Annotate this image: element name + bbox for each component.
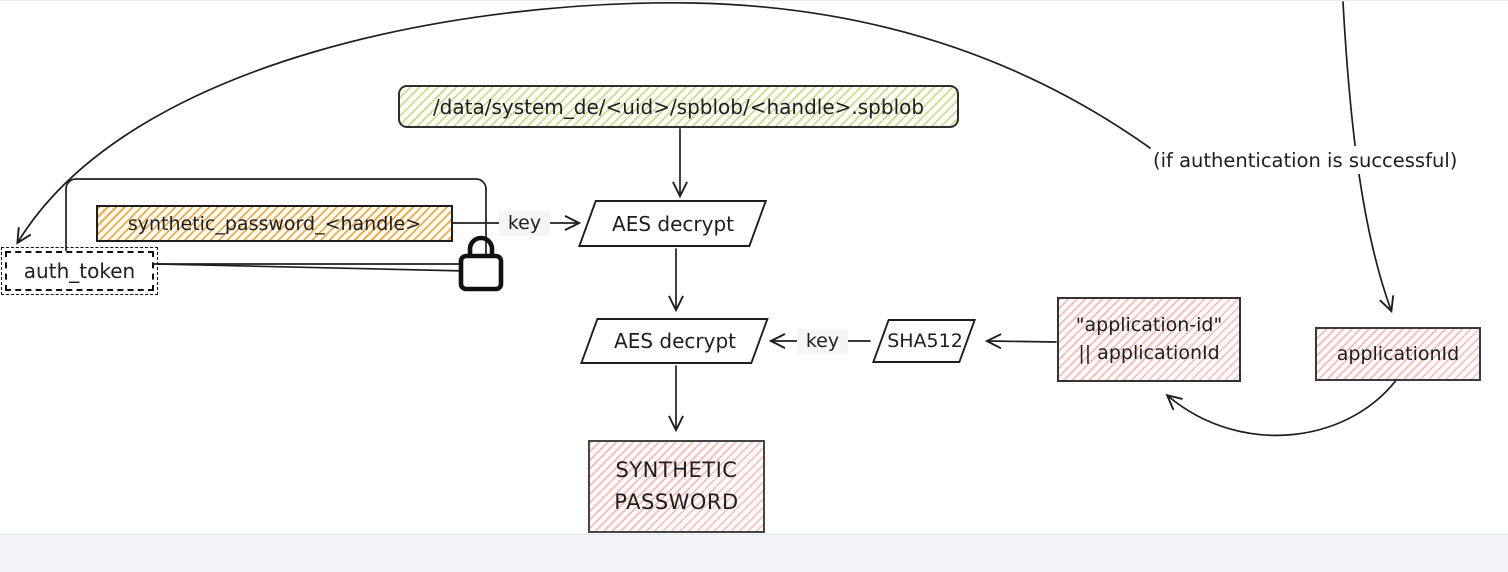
node-application-id-concat: "application-id" || applicationId [1057,297,1241,382]
node-auth-token: auth_token [1,247,158,295]
bottom-bar [0,534,1508,572]
synthetic-password-handle-label: synthetic_password_<handle> [127,212,422,235]
application-id-label: applicationId [1336,343,1460,365]
edge-label-key-top: key [499,211,550,236]
edge-auth-token-to-lock [157,263,468,272]
top-hairline [0,0,1508,1]
spblob-path-label: /data/system_de/<uid>/spblob/<handle>.sp… [432,94,925,119]
arrow-concat-to-sha512 [984,333,1057,349]
synthetic-password-line2: PASSWORD [614,489,739,514]
application-id-concat-line2: || applicationId [1078,341,1220,364]
edge-label-if-authentication-successful: (if authentication is successful) [1151,146,1460,174]
synthetic-password-line1: SYNTHETIC [615,458,738,482]
lock-icon [458,235,504,292]
application-id-concat-line1: "application-id" [1075,313,1223,336]
edge-label-key-bottom: key [797,329,848,354]
node-application-id: applicationId [1315,327,1481,381]
auth-token-label: auth_token [23,259,136,283]
aes-decrypt-top-label: AES decrypt [612,211,734,236]
aes-decrypt-bottom-label: AES decrypt [614,329,736,353]
sha512-label: SHA512 [887,330,963,352]
node-spblob-path: /data/system_de/<uid>/spblob/<handle>.sp… [398,85,959,128]
node-synthetic-password: SYNTHETIC PASSWORD [588,440,765,533]
node-synthetic-password-handle: synthetic_password_<handle> [96,205,453,242]
